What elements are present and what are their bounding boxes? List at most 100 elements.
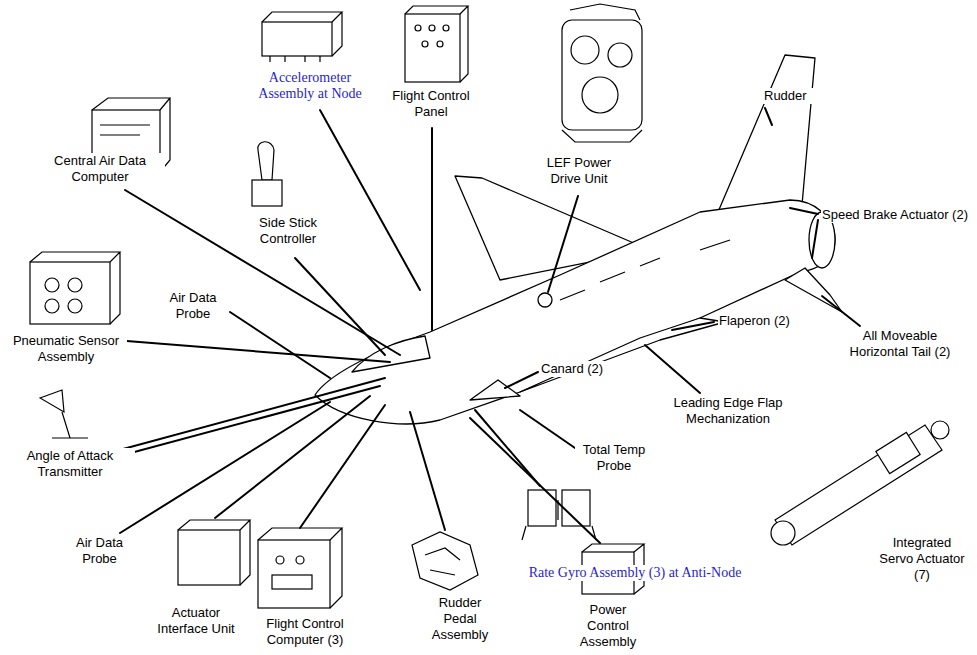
flight-control-panel-icon — [405, 6, 468, 82]
flight-control-computer-icon — [258, 528, 342, 608]
icon-knob — [437, 41, 443, 47]
icon-valve — [876, 432, 920, 473]
icon-base — [252, 180, 282, 206]
icon-port — [68, 299, 82, 313]
icon-knob — [422, 41, 428, 47]
part-label: Flaperon (2) — [718, 313, 808, 329]
leader-line — [505, 372, 538, 388]
part-label: Integrated Servo Actuator (7) — [878, 535, 966, 583]
icon-cylinder — [775, 425, 942, 545]
icon-box — [178, 530, 240, 585]
part-label: Air Data Probe — [62, 535, 137, 567]
part-label: Rate Gyro Assembly (3) at Anti-Node — [515, 565, 755, 581]
icon-edge — [30, 252, 120, 324]
accelerometer-icon — [262, 12, 342, 62]
icon-vane — [40, 390, 64, 412]
vertical-tail — [718, 55, 815, 212]
part-label: Canard (2) — [540, 361, 620, 377]
pneumatic-sensor-icon — [30, 252, 120, 324]
part-label: Side Stick Controller — [248, 215, 328, 247]
icon-edge — [258, 528, 342, 608]
part-label: Air Data Probe — [158, 290, 228, 322]
leader-line — [520, 410, 575, 448]
part-label: LEF Power Drive Unit — [533, 155, 625, 187]
icon-box — [258, 540, 330, 608]
icon-pins — [270, 56, 320, 62]
leader-line — [410, 412, 445, 530]
icon-knob — [296, 556, 304, 564]
part-label: Speed Brake Actuator (2) — [821, 207, 973, 223]
icon-body — [562, 20, 642, 130]
icon-eye — [931, 421, 949, 439]
leader-line — [822, 296, 860, 326]
icon-grip — [258, 142, 274, 180]
icon-panel — [272, 575, 312, 589]
leader-line — [765, 108, 772, 125]
part-label: Rudder Pedal Assembly — [428, 595, 492, 643]
leader-line — [548, 196, 578, 292]
branch-marks — [560, 240, 730, 300]
canard — [470, 380, 520, 400]
icon-detail — [425, 548, 460, 575]
part-label: Accelerometer Assembly at Node — [245, 70, 375, 102]
leader-line — [295, 258, 385, 355]
leader-line — [672, 322, 714, 330]
icon-edge — [262, 12, 342, 56]
icon-knob — [276, 556, 284, 564]
leader-line — [112, 386, 380, 458]
icon-frame — [412, 532, 478, 590]
actuator-interface-icon — [178, 520, 250, 585]
component-icons — [30, 4, 949, 608]
side-stick-icon — [252, 142, 282, 206]
icon-knob — [415, 25, 421, 31]
icon-edge — [178, 520, 250, 585]
part-label: Flight Control Panel — [385, 88, 477, 120]
icon-port — [45, 299, 59, 313]
leader-line — [645, 345, 700, 393]
leader-line — [431, 128, 433, 330]
part-label: Rudder — [763, 88, 823, 104]
part-label: Angle of Attack Transmitter — [5, 448, 135, 480]
part-label: Flight Control Computer (3) — [240, 616, 370, 648]
canopy — [352, 336, 430, 372]
part-label: Leading Edge Flap Mechanization — [648, 395, 808, 427]
leader-line — [215, 396, 370, 518]
icon-box — [262, 22, 332, 56]
part-label: Pneumatic Sensor Assembly — [5, 333, 127, 365]
icon-gear — [582, 77, 618, 113]
leader-line — [300, 405, 385, 528]
icon-eye — [771, 521, 795, 545]
leader-line — [125, 190, 400, 355]
power-drive-unit-icon — [562, 4, 642, 142]
near-wing — [520, 318, 725, 392]
icon-edge — [405, 6, 468, 82]
leader-line — [230, 312, 330, 378]
icon-box — [30, 262, 110, 324]
leader-line — [120, 402, 330, 533]
icon-port — [68, 278, 82, 292]
leader-line — [112, 378, 385, 452]
icon-box — [405, 14, 460, 82]
icon-detail — [100, 125, 150, 135]
leader-line — [812, 220, 818, 258]
icon-edge — [562, 4, 642, 142]
part-label: Power Control Assembly — [576, 602, 640, 650]
leader-line — [114, 340, 390, 362]
leader-line — [790, 208, 818, 214]
aoa-transmitter-icon — [40, 390, 88, 438]
icon-knob — [429, 25, 435, 31]
part-label: All Moveable Horizontal Tail (2) — [835, 328, 965, 360]
part-label: Actuator Interface Unit — [150, 605, 242, 637]
icon-gear — [571, 36, 599, 64]
icon-gear — [608, 43, 632, 67]
leader-line — [320, 110, 420, 290]
part-label: Total Temp Probe — [575, 442, 653, 474]
leader-lines — [112, 108, 860, 543]
lef-drive — [538, 293, 552, 307]
rate-gyro-icon — [522, 490, 596, 540]
icon-mount — [52, 412, 88, 438]
rudder-pedal-icon — [412, 532, 478, 590]
